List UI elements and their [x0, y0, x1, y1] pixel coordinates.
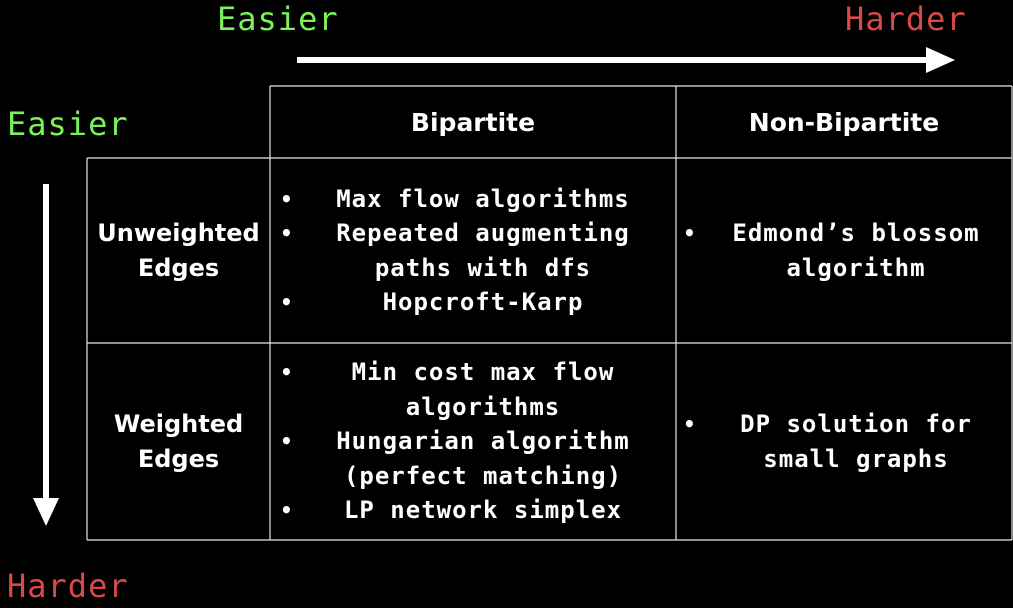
row-header-line: Unweighted	[97, 218, 260, 247]
horizontal-difficulty-arrow	[297, 47, 955, 73]
bullet-icon: •	[280, 290, 294, 314]
bullet-icon: •	[280, 429, 294, 454]
cell-weighted-bipartite: • Min cost max flow algorithms • Hungarian…	[276, 343, 668, 540]
list-item: • Hopcroft-Karp	[280, 285, 664, 320]
bullet-icon: •	[280, 360, 294, 385]
column-header-bipartite: Bipartite	[410, 107, 536, 137]
list-item: • DP solution for small graphs	[683, 407, 1007, 476]
algorithm-text: Hopcroft-Karp	[382, 288, 584, 316]
vertical-easier-label: Easier	[7, 105, 129, 143]
column-header-non-bipartite: Non-Bipartite	[748, 107, 940, 137]
bullet-icon: •	[280, 498, 294, 523]
list-item: • Max flow algorithms	[280, 182, 664, 217]
vertical-difficulty-arrow	[33, 184, 59, 526]
algorithm-text: Repeated augmenting paths with dfs	[336, 219, 630, 282]
algorithm-list: • Min cost max flow algorithms • Hungarian…	[280, 355, 664, 528]
cell-unweighted-bipartite: • Max flow algorithms • Repeated augmentin…	[276, 158, 668, 343]
algorithm-text: DP solution for small graphs	[740, 410, 972, 473]
row-header-unweighted: Unweighted Edges	[87, 158, 270, 343]
algorithm-list: • DP solution for small graphs	[683, 407, 1007, 476]
bullet-icon: •	[683, 221, 697, 245]
list-item: • Repeated augmenting paths with dfs	[280, 216, 664, 285]
row-header-line: Edges	[137, 444, 220, 473]
bullet-icon: •	[683, 412, 697, 436]
row-header-line: Weighted	[113, 409, 244, 438]
bullet-icon: •	[280, 221, 294, 245]
row-header-line: Edges	[137, 253, 220, 282]
list-item: • Hungarian algorithm (perfect matching)	[280, 424, 664, 493]
cell-unweighted-non-bipartite: • Edmond’s blossom algorithm	[680, 158, 1010, 343]
algorithm-text: LP network simplex	[343, 496, 623, 525]
algorithm-list: • Edmond’s blossom algorithm	[683, 216, 1007, 285]
algorithm-text: Edmond’s blossom algorithm	[732, 219, 980, 282]
table-grid	[86, 85, 1013, 541]
list-item: • LP network simplex	[280, 493, 664, 528]
algorithm-text: Hungarian algorithm (perfect matching)	[336, 427, 630, 490]
horizontal-easier-label: Easier	[217, 0, 339, 38]
list-item: • Min cost max flow algorithms	[280, 355, 664, 424]
cell-weighted-non-bipartite: • DP solution for small graphs	[680, 343, 1010, 540]
horizontal-harder-label: Harder	[845, 0, 967, 38]
vertical-harder-label: Harder	[7, 567, 129, 605]
algorithm-text: Min cost max flow algorithms	[351, 358, 615, 421]
row-header-weighted: Weighted Edges	[87, 343, 270, 540]
bullet-icon: •	[280, 186, 294, 211]
algorithm-text: Max flow algorithms	[336, 184, 630, 213]
list-item: • Edmond’s blossom algorithm	[683, 216, 1007, 285]
algorithm-list: • Max flow algorithms • Repeated augmentin…	[280, 182, 664, 320]
